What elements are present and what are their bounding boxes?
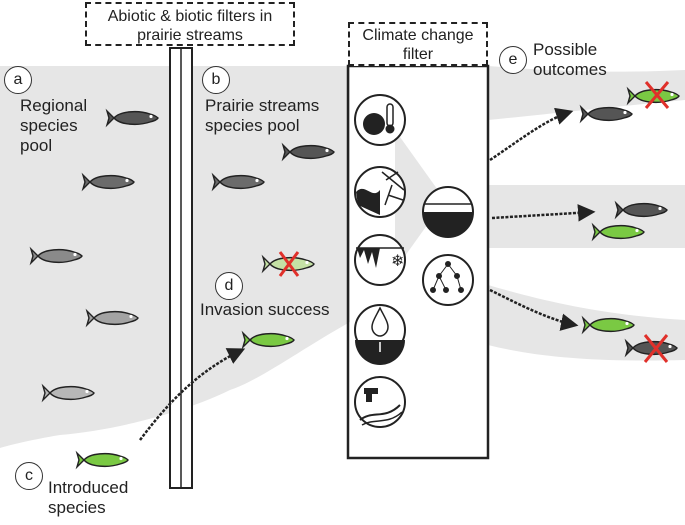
ice-snow-icon: ❄ [354, 234, 406, 286]
introduced-invasion-arrow [139, 348, 246, 441]
label-c: c [15, 462, 43, 490]
climate-filter-label: Climate change filter [348, 22, 488, 66]
introduced-label: Introduced species [48, 478, 129, 517]
extinction-cross [278, 251, 300, 277]
fish-introduced [76, 452, 129, 468]
water-extraction-icon [354, 376, 406, 428]
extinction-cross [643, 334, 669, 363]
abiotic-filter-label: Abiotic & biotic filters in prairie stre… [85, 2, 295, 46]
label-e: e [499, 46, 527, 74]
climate-funnel [395, 130, 445, 270]
outcome-arrow-middle [491, 204, 596, 222]
label-a: a [4, 66, 32, 94]
outcome-arrow-top [489, 107, 574, 162]
outcome-band-top [488, 66, 685, 120]
extinction-cross [644, 81, 670, 109]
outcomes-label: Possible outcomes [533, 40, 607, 79]
prairie-pool-label: Prairie streams species pool [205, 96, 320, 135]
label-b: b [202, 66, 230, 94]
climate-globe-thermometer-icon [354, 94, 406, 146]
svg-text:❄: ❄ [391, 251, 404, 270]
lowered-water-level-icon [422, 186, 474, 238]
climate-filter-box [346, 64, 490, 460]
flood-drought-icon [354, 166, 406, 218]
invasion-label: Invasion success [200, 300, 330, 319]
food-web-icon [422, 254, 474, 306]
outcome-band-middle [488, 185, 685, 248]
label-d: d [215, 272, 243, 300]
precipitation-groundwater-icon [354, 304, 406, 365]
outcome-arrow-bottom [489, 288, 579, 331]
regional-pool-label: Regional species pool [20, 96, 88, 155]
